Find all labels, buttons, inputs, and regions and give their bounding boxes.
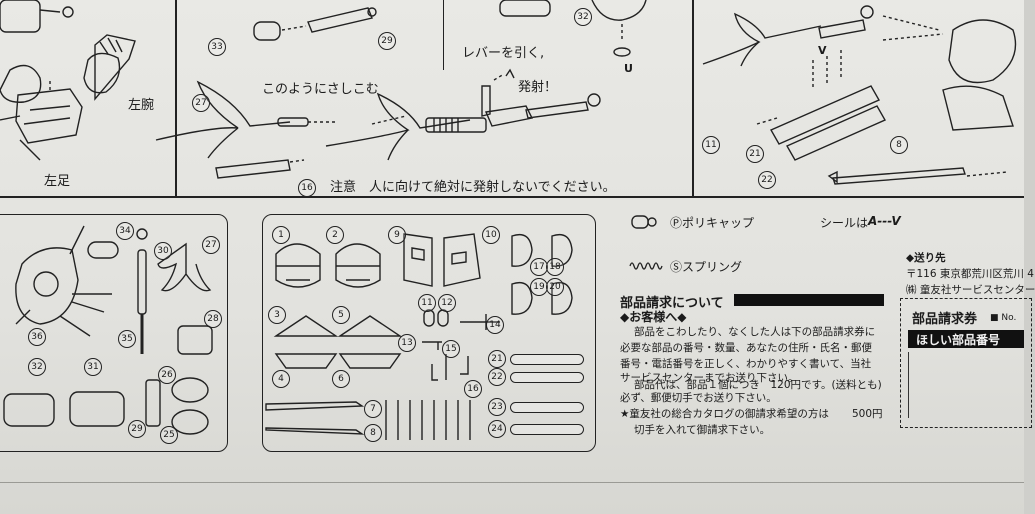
runner-panel-right <box>262 214 596 452</box>
callout-28: 28 <box>204 310 222 328</box>
rod-part-24 <box>510 424 584 435</box>
polycap-icon <box>631 215 657 229</box>
callout-18: 18 <box>546 258 564 276</box>
callout-7: 7 <box>364 400 382 418</box>
callout-27-runner: 27 <box>202 236 220 254</box>
insert-caption: このようにさしこむ <box>262 82 379 97</box>
frame-line-left <box>175 0 177 196</box>
fire-caption: 発射！ <box>518 80 558 95</box>
callout-22-top: 22 <box>758 171 776 189</box>
callout-4: 4 <box>272 370 290 388</box>
spring-icon <box>629 262 663 270</box>
callout-22: 22 <box>488 368 506 386</box>
callout-25: 25 <box>160 426 178 444</box>
address-line-1: 〒116 東京都荒川区荒川 4 <box>906 268 1034 280</box>
callout-14: 14 <box>486 316 504 334</box>
callout-16: 16 <box>298 179 316 197</box>
foot-part-illustration <box>499 0 647 57</box>
coupon-box <box>900 298 1032 428</box>
coupon-want: ほしい部品番号 <box>916 333 1001 347</box>
callout-11: 11 <box>418 294 436 312</box>
runner-right-parts <box>265 233 573 440</box>
coupon-grid <box>908 352 1025 418</box>
coupon-no: ■ No. <box>990 313 1017 323</box>
rod-part-22 <box>510 372 584 383</box>
coupon-title: 部品請求券 <box>912 312 978 327</box>
request-line-5: 部品代は、部品１個につき 120円です。(送料とも) <box>634 379 882 391</box>
request-line-4: サービスセンターまでお送り下さい。 <box>620 372 799 384</box>
bottom-fold <box>0 482 1024 483</box>
catalog-price: 500円 <box>852 408 883 420</box>
request-line-6: 必ず、郵便切手でお送り下さい。 <box>620 392 777 404</box>
safety-warning: 注意 人に向けて絶対に発射しないでください。 <box>330 180 616 195</box>
title-bar <box>734 294 884 306</box>
u-mark: U <box>624 62 633 75</box>
runner-left-parts <box>3 225 213 435</box>
callout-20: 20 <box>546 278 564 296</box>
callout-30: 30 <box>154 242 172 260</box>
parts-request-title: 部品請求について <box>620 296 724 311</box>
weapon-right-illustration <box>702 5 1017 185</box>
callout-32: 32 <box>28 358 46 376</box>
frame-line-right <box>692 0 694 196</box>
coupon-want-bar <box>908 330 1024 348</box>
callout-3: 3 <box>268 306 286 324</box>
callout-13: 13 <box>398 334 416 352</box>
frame-line-mid <box>443 0 445 70</box>
callout-29: 29 <box>378 32 396 50</box>
callout-24: 24 <box>488 420 506 438</box>
seal-range: A---V <box>868 214 901 228</box>
callout-21: 21 <box>488 350 506 368</box>
callout-27: 27 <box>192 94 210 112</box>
callout-2: 2 <box>326 226 344 244</box>
runner-panel-left <box>0 214 228 452</box>
callout-16: 16 <box>464 380 482 398</box>
customer-heading: ◆お客様へ◆ <box>620 310 687 324</box>
callout-36: 36 <box>28 328 46 346</box>
left-arm-label: 左腕 <box>128 98 155 113</box>
callout-26: 26 <box>158 366 176 384</box>
polycap-legend: Ⓟポリキャップ <box>670 216 755 230</box>
callout-12: 12 <box>438 294 456 312</box>
spring-legend: Ⓢスプリング <box>670 260 743 274</box>
left-foot-label: 左足 <box>44 174 71 189</box>
callout-5: 5 <box>332 306 350 324</box>
catalog-line-2: 切手を入れて御請求下さい。 <box>634 424 771 436</box>
seal-legend: シールは <box>820 216 869 230</box>
callout-29-runner: 29 <box>128 420 146 438</box>
lever-caption: レバーを引く, <box>462 46 545 61</box>
request-line-1: 部品をこわしたり、なくした人は下の部品請求券に <box>634 326 876 338</box>
rod-part-23 <box>510 402 584 413</box>
section-divider <box>0 196 1024 198</box>
callout-33: 33 <box>208 38 226 56</box>
callout-34: 34 <box>116 222 134 240</box>
address-header: ◆送り先 <box>906 252 946 264</box>
catalog-line-1: ★童友社の総合カタログの御請求希望の方は <box>620 408 829 420</box>
callout-11-top: 11 <box>702 136 720 154</box>
callout-1: 1 <box>272 226 290 244</box>
callout-6: 6 <box>332 370 350 388</box>
callout-35: 35 <box>118 330 136 348</box>
weapon-illustration <box>155 7 601 179</box>
request-line-3: 番号・電話番号を正しく、わかりやすく書いて、当社 <box>620 358 872 370</box>
callout-10: 10 <box>482 226 500 244</box>
callout-23: 23 <box>488 398 506 416</box>
callout-9: 9 <box>388 226 406 244</box>
callout-15: 15 <box>442 340 460 358</box>
address-line-2: ㈱ 童友社サービスセンター <box>906 284 1035 296</box>
callout-21-top: 21 <box>746 145 764 163</box>
callout-31: 31 <box>84 358 102 376</box>
v-mark: V <box>818 44 827 57</box>
leg-arm-illustration <box>0 0 136 161</box>
rod-part-21 <box>510 354 584 365</box>
callout-8-top: 8 <box>890 136 908 154</box>
callout-8: 8 <box>364 424 382 442</box>
callout-32-top: 32 <box>574 8 592 26</box>
request-line-2: 必要な部品の番号・数量、あなたの住所・氏名・郵便 <box>620 342 872 354</box>
